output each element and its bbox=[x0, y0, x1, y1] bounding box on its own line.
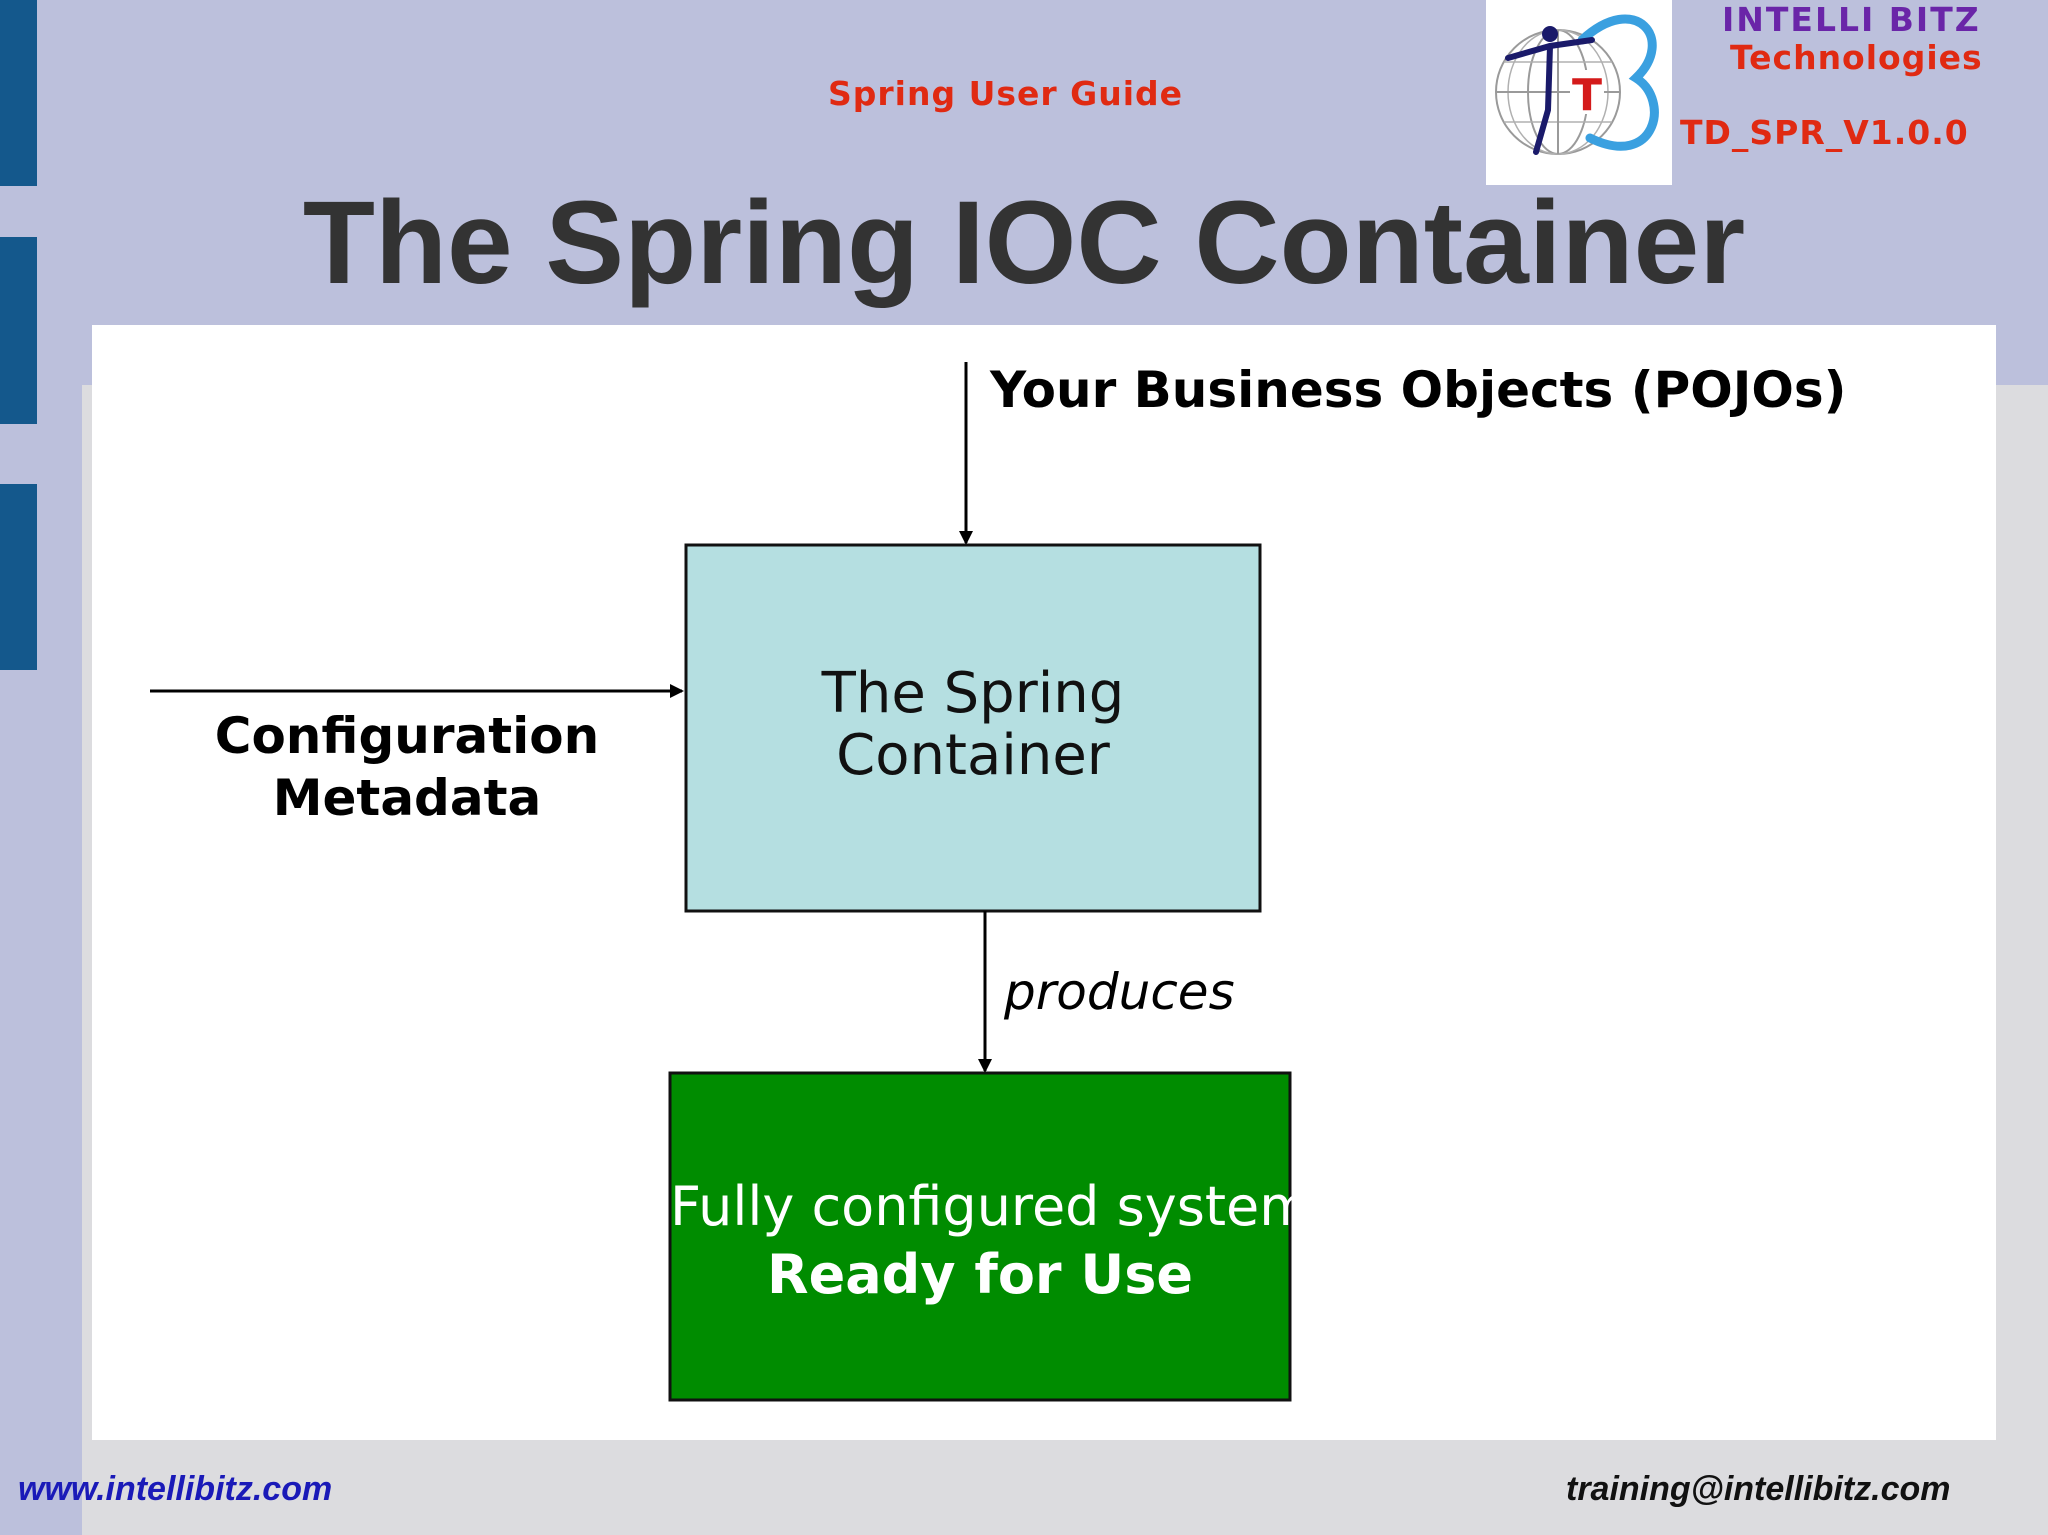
logo-letter: T bbox=[1572, 70, 1602, 121]
configured-system-label: Fully configured system Ready for Use bbox=[670, 1173, 1312, 1309]
diagram-panel: Your Business Objects (POJOs) Configurat… bbox=[92, 325, 1996, 1440]
configured-system-line1: Fully configured system bbox=[670, 1175, 1312, 1238]
slide-title: The Spring IOC Container bbox=[302, 177, 1746, 309]
email-address: training@intellibitz.com bbox=[1566, 1470, 1951, 1508]
company-logo: T bbox=[1486, 0, 1672, 185]
left-accent-bar-2 bbox=[0, 237, 37, 424]
spring-container-box bbox=[684, 543, 1262, 913]
ioc-diagram bbox=[150, 362, 1292, 1402]
spring-container-line1: The Spring bbox=[821, 661, 1125, 726]
pojos-label: Your Business Objects (POJOs) bbox=[990, 361, 1847, 419]
configured-system-box bbox=[668, 1071, 1292, 1402]
config-metadata-label: Configuration Metadata bbox=[192, 705, 622, 829]
config-metadata-line1: Configuration bbox=[214, 707, 600, 765]
left-accent-bar-3 bbox=[0, 484, 37, 670]
ready-for-use-label: Ready for Use bbox=[767, 1243, 1193, 1306]
config-metadata-line2: Metadata bbox=[272, 769, 542, 827]
produces-label: produces bbox=[1004, 963, 1235, 1021]
brand-name: INTELLI BITZ bbox=[1722, 0, 1981, 39]
guide-title: Spring User Guide bbox=[828, 74, 1184, 113]
left-accent-bar-1 bbox=[0, 0, 37, 186]
website-link[interactable]: www.intellibitz.com bbox=[18, 1470, 333, 1508]
document-code: TD_SPR_V1.0.0 bbox=[1680, 113, 1969, 152]
spring-container-label: The Spring Container bbox=[686, 663, 1260, 787]
globe-logo-icon: T bbox=[1495, 14, 1659, 155]
spring-container-line2: Container bbox=[836, 723, 1110, 788]
brand-subtitle: Technologies bbox=[1730, 38, 1983, 77]
